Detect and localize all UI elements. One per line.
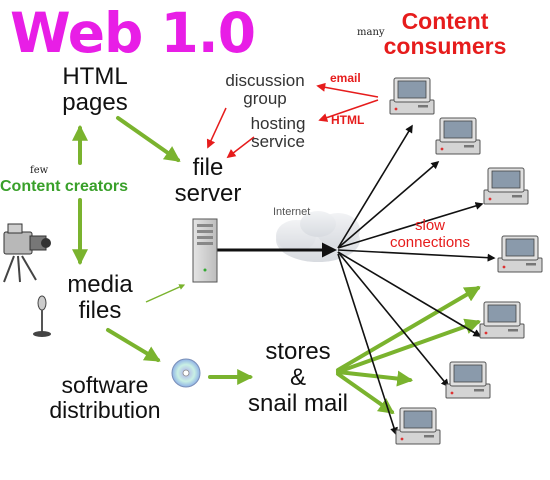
- file-server-line1: file: [192, 154, 224, 181]
- stores-line2: &: [289, 363, 306, 391]
- microphone-icon: [33, 295, 51, 337]
- server-tower-icon: [192, 218, 218, 283]
- content-consumers-line2: consumers: [383, 33, 507, 60]
- internet-label: Internet: [273, 206, 311, 218]
- many-label: many: [357, 27, 385, 38]
- computer-icon: [445, 361, 491, 399]
- page-title: Web 1.0: [10, 1, 256, 65]
- computer-icon: [483, 167, 529, 205]
- content-creators-label: Content creators: [0, 178, 129, 195]
- arrow-stores-to-consumers-1: [336, 286, 481, 372]
- stores-line3: snail mail: [247, 389, 349, 417]
- cd-disc-icon: [171, 358, 201, 388]
- content-consumers-line1: Content: [401, 8, 489, 34]
- media-files-line1: media: [67, 271, 133, 298]
- arrow-media-to-server-thin: [145, 284, 186, 303]
- internet-cloud-icon: [276, 211, 360, 262]
- arrow-hub-to-pc-6: [337, 251, 450, 388]
- arrow-hosting-to-server: [226, 136, 255, 159]
- media-files-line2: files: [78, 296, 122, 324]
- software-distribution-label: software distribution: [30, 372, 180, 424]
- discussion-line1: discussion: [225, 71, 305, 90]
- arrow-hub-to-pc-4: [337, 249, 496, 262]
- computer-icon: [395, 407, 441, 445]
- media-files-label: media files: [40, 272, 160, 324]
- arrow-html-to-fileserver: [116, 116, 181, 162]
- arrow-stores-to-consumers-2: [336, 318, 482, 374]
- stores-line1: stores: [265, 338, 331, 365]
- hosting-service-label: hosting service: [228, 114, 328, 152]
- stores-snail-mail-label: stores & snail mail: [228, 339, 368, 417]
- arrow-discussion-to-server: [206, 107, 227, 149]
- computer-icon: [435, 117, 481, 155]
- arrow-consumer-email: [316, 82, 379, 98]
- arrow-stores-to-consumers-3: [336, 370, 414, 387]
- html-pages-line2: pages: [62, 88, 128, 116]
- computer-icon: [497, 235, 543, 273]
- email-label: email: [330, 71, 361, 85]
- hosting-line2: service: [251, 132, 305, 152]
- arrow-hub-to-pc-2: [337, 160, 440, 249]
- content-consumers-label: Content consumers: [355, 8, 535, 60]
- software-distribution-line2: distribution: [49, 397, 161, 424]
- hosting-line1: hosting: [250, 114, 306, 133]
- slow-connections-label: slow connections: [365, 217, 495, 251]
- arrow-media-to-disc: [106, 328, 161, 362]
- arrow-hub-to-pc-3: [337, 202, 484, 249]
- html-label: HTML: [331, 113, 365, 127]
- arrow-hub-to-pc-5: [337, 251, 482, 337]
- slow-line2: connections: [389, 233, 471, 251]
- arrow-stores-to-consumers-4: [336, 372, 395, 414]
- arrow-hub-to-pc-7: [337, 253, 398, 436]
- computer-icon: [389, 77, 435, 115]
- discussion-line2: group: [243, 89, 287, 109]
- file-server-line2: server: [174, 179, 242, 207]
- software-distribution-line1: software: [61, 372, 149, 398]
- html-pages-line1: HTML: [62, 63, 128, 90]
- discussion-group-label: discussion group: [210, 71, 320, 109]
- arrow-hub-to-pc-1: [337, 124, 413, 249]
- video-camera-icon: [3, 223, 51, 283]
- file-server-label: file server: [158, 155, 258, 207]
- few-label: few: [30, 165, 49, 176]
- slow-line1: slow: [414, 217, 445, 234]
- arrow-consumer-html: [318, 99, 379, 122]
- computer-icon: [479, 301, 525, 339]
- html-pages-label: HTML pages: [40, 64, 150, 115]
